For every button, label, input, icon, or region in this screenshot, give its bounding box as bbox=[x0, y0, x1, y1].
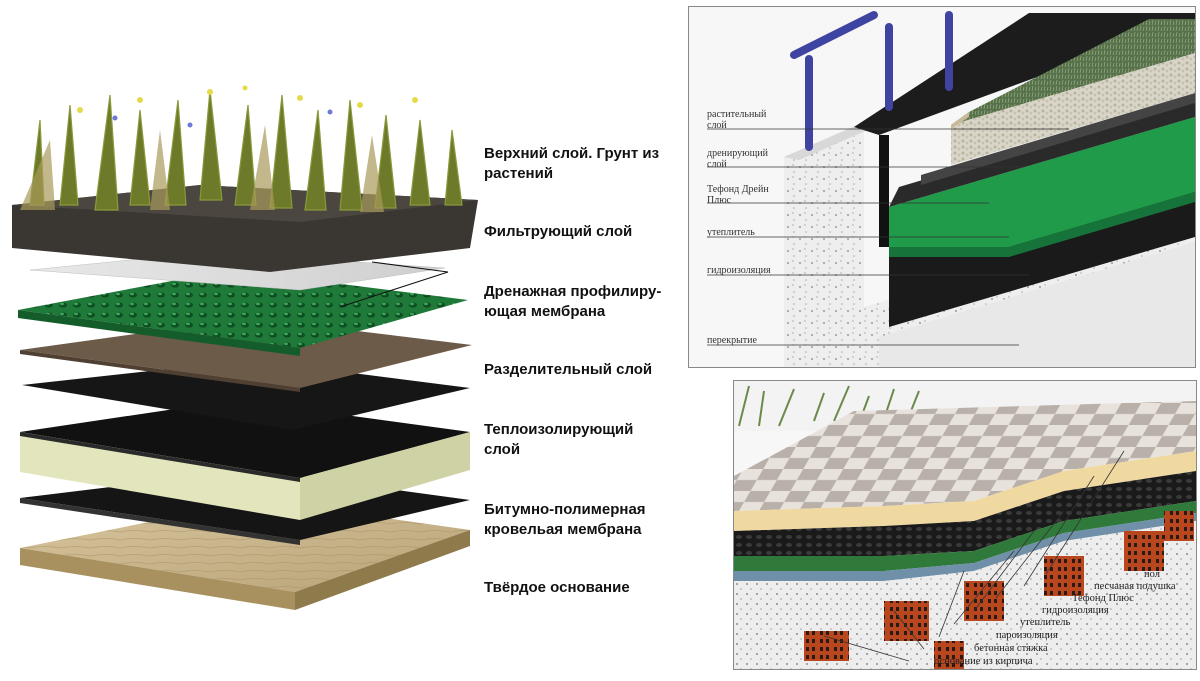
label-drainage-1: дренирующий bbox=[707, 148, 769, 159]
label-filter: Фильтрующий слой bbox=[484, 222, 632, 242]
terrace-section-diagram: пол песчаная подушка Тефонд Плюс гидроиз… bbox=[733, 380, 1197, 670]
leader-lines bbox=[339, 261, 449, 308]
roof-section-illustration bbox=[707, 11, 1195, 367]
label-sand-cushion: песчаная подушка bbox=[1094, 581, 1176, 592]
railing-icon bbox=[790, 11, 953, 151]
label-brick-base: основание из кирпича bbox=[934, 656, 1033, 667]
label-vegetation-1: растительный bbox=[707, 109, 767, 120]
label-filter-line1: Фильтрующий слой bbox=[484, 223, 633, 240]
label-top-soil-line2: растений bbox=[484, 165, 554, 182]
label-separating: Разделительный слой bbox=[484, 360, 652, 380]
label-bitumen-line2: кровельая мембрана bbox=[484, 521, 642, 538]
label-tefond-1: Тефонд Дрейн bbox=[707, 184, 769, 195]
label-bitumen: Битумно-полимерная кровельая мембрана bbox=[484, 500, 646, 540]
label-solid-base-line1: Твёрдое основание bbox=[484, 579, 630, 596]
label-separating-line1: Разделительный слой bbox=[484, 361, 653, 378]
label-bitumen-line1: Битумно-полимерная bbox=[484, 501, 646, 518]
label-drainage-2: слой bbox=[707, 159, 727, 170]
terrace-section-illustration bbox=[734, 381, 1196, 669]
soil-plant-layer bbox=[12, 85, 478, 272]
layers-illustration bbox=[12, 85, 478, 610]
label-drainage: Дренажная профилиру- ющая мембрана bbox=[484, 282, 661, 322]
label-waterproofing-tr: гидроизоляция bbox=[707, 265, 771, 276]
label-drainage-line1: Дренажная профилиру- bbox=[484, 283, 662, 300]
label-insulation-line1: Теплоизолирующий bbox=[484, 421, 634, 438]
label-insulation-line2: слой bbox=[484, 441, 521, 458]
label-slab-tr: перекрытие bbox=[707, 335, 758, 346]
label-insulation-tr: утеплитель bbox=[707, 227, 755, 238]
label-floor: пол bbox=[1144, 569, 1160, 580]
roof-section-diagram: растительный слой дренирующий слой Тефон… bbox=[688, 6, 1196, 368]
separating-layer bbox=[20, 318, 472, 392]
label-waterproofing-br: гидроизоляция bbox=[1042, 605, 1109, 616]
terrace-section-labels: пол песчаная подушка Тефонд Плюс гидроиз… bbox=[934, 569, 1176, 667]
label-top-soil-line1: Верхний слой. Грунт из bbox=[484, 145, 660, 162]
label-drainage-line2: ющая мембрана bbox=[484, 303, 606, 320]
label-top-soil: Верхний слой. Грунт из растений bbox=[484, 144, 659, 184]
label-insulation-br: утеплитель bbox=[1020, 617, 1070, 628]
green-roof-layers-diagram: Верхний слой. Грунт из растений Фильтрую… bbox=[12, 85, 661, 610]
label-solid-base: Твёрдое основание bbox=[484, 578, 630, 598]
label-vegetation-2: слой bbox=[707, 120, 727, 131]
roof-section-labels: растительный слой дренирующий слой Тефон… bbox=[707, 109, 771, 346]
drainage-membrane-layer bbox=[18, 270, 468, 356]
label-insulation: Теплоизолирующий слой bbox=[484, 420, 633, 460]
insulation-layer bbox=[20, 400, 470, 520]
label-concrete-screed: бетонная стяжка bbox=[974, 643, 1048, 654]
label-tefond-2: Плюс bbox=[707, 195, 732, 206]
black-sheet-layer bbox=[22, 360, 470, 430]
label-tefond-plus: Тефонд Плюс bbox=[1072, 593, 1134, 604]
label-vapor-barrier: пароизоляция bbox=[996, 630, 1058, 641]
